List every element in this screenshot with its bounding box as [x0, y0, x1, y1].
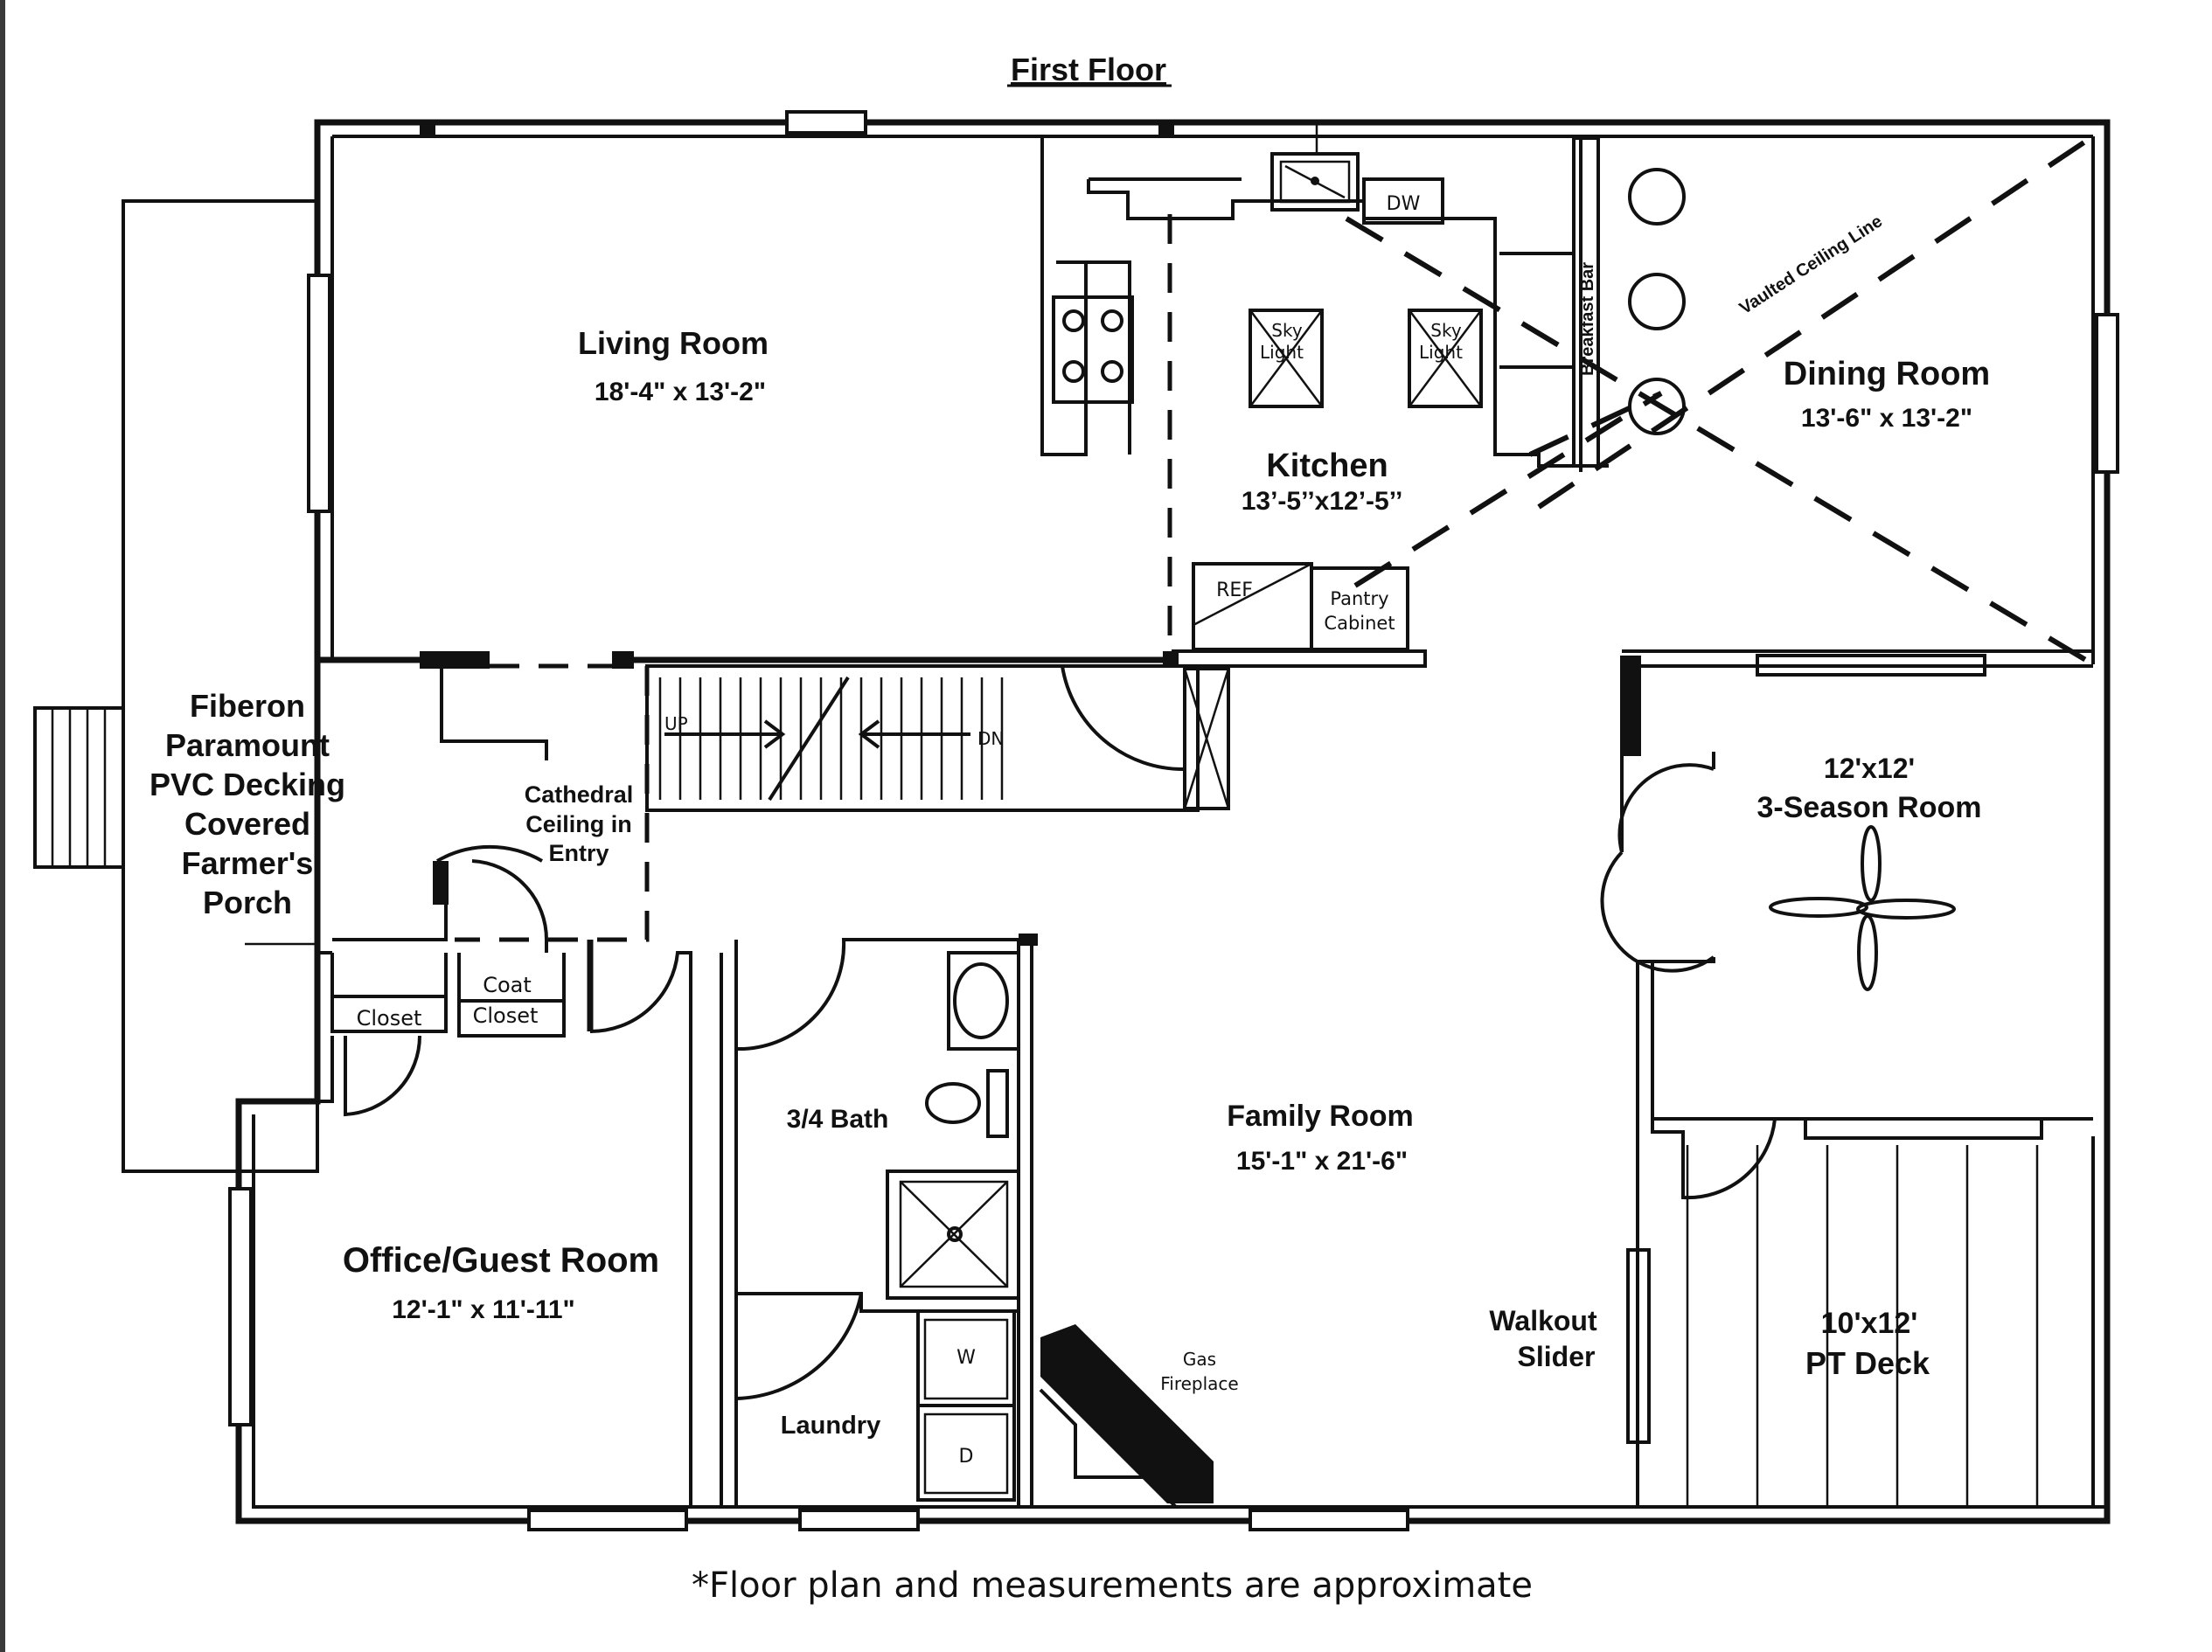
- left-edge-bar: [0, 0, 5, 1652]
- closet-label: Closet: [357, 1006, 422, 1031]
- living-room-name: Living Room: [578, 325, 769, 361]
- porch-line2: Paramount: [165, 727, 330, 763]
- office: Office/Guest Room 12'-1" x 11'-11": [343, 1241, 659, 1324]
- living-room-size: 18'-4" x 13'-2": [595, 378, 766, 406]
- skylight-2-line2: Light: [1419, 342, 1463, 363]
- office-name: Office/Guest Room: [343, 1241, 659, 1280]
- footnote: *Floor plan and measurements are approxi…: [692, 1565, 1533, 1606]
- season-room: 12'x12' 3-Season Room: [1757, 753, 1982, 824]
- coat-closet-line2: Closet: [473, 1003, 539, 1028]
- kitchen: Kitchen 13’-5’’x12’-5’’: [1242, 448, 1403, 516]
- season-room-size: 12'x12': [1824, 753, 1915, 784]
- season-room-walls: [1600, 752, 2093, 1507]
- office-size: 12'-1" x 11'-11": [392, 1295, 575, 1324]
- entry-line1: Cathedral: [525, 781, 634, 808]
- ceiling-fan: [1769, 825, 1956, 991]
- fireplace: Gas Fireplace: [1039, 1324, 1239, 1509]
- pantry-line2: Cabinet: [1324, 613, 1395, 634]
- slider-line1: Walkout: [1489, 1305, 1597, 1336]
- dining-room-fixtures: Vaulted Ceiling Line: [1345, 134, 2095, 852]
- laundry-fixtures: W D: [916, 1309, 1016, 1502]
- dryer-label: D: [959, 1446, 974, 1468]
- dining-room-name: Dining Room: [1784, 356, 1990, 392]
- stairs: UP DN: [645, 664, 1230, 812]
- vaulted-ceiling-label: Vaulted Ceiling Line: [1736, 212, 1886, 318]
- family-room-size: 15'-1" x 21'-6": [1236, 1147, 1408, 1176]
- porch: [33, 199, 319, 1173]
- entry-label: Cathedral Ceiling in Entry: [525, 781, 634, 866]
- deck-size: 10'x12': [1821, 1307, 1918, 1340]
- skylight-1-line1: Sky: [1271, 320, 1303, 341]
- kitchen-fixtures: DW Breakfast Bar Sky Light Sky Light REF…: [1052, 122, 1609, 668]
- deck: [1638, 1145, 2107, 1509]
- breakfast-bar-label: Breakfast Bar: [1578, 262, 1597, 376]
- bath-name: 3/4 Bath: [787, 1105, 889, 1134]
- bath: 3/4 Bath: [787, 1105, 889, 1134]
- entry-line2: Ceiling in: [525, 811, 632, 837]
- porch-line5: Farmer's: [182, 845, 314, 881]
- skylight-2-line1: Sky: [1430, 320, 1462, 341]
- dishwasher-label: DW: [1387, 193, 1421, 215]
- kitchen-size: 13’-5’’x12’-5’’: [1242, 487, 1403, 516]
- fireplace-line2: Fireplace: [1160, 1373, 1239, 1394]
- porch-line6: Porch: [203, 885, 292, 920]
- stairs-down-label: DN: [977, 728, 1004, 749]
- coat-closet-line1: Coat: [483, 973, 532, 997]
- laundry: Laundry: [781, 1412, 880, 1440]
- family-room: Family Room 15'-1" x 21'-6": [1227, 1100, 1413, 1176]
- walkout-slider: Walkout Slider: [1489, 1305, 1597, 1372]
- entry: [332, 666, 650, 942]
- porch-line3: PVC Decking: [150, 767, 345, 802]
- living-room: Living Room 18'-4" x 13'-2": [578, 325, 769, 406]
- pantry-line1: Pantry: [1330, 588, 1388, 609]
- porch-label: Fiberon Paramount PVC Decking Covered Fa…: [150, 688, 345, 920]
- closets: Closet Coat Closet: [254, 859, 566, 1117]
- ref-label: REF: [1216, 580, 1253, 601]
- porch-line1: Fiberon: [190, 688, 305, 724]
- deck-name: PT Deck: [1805, 1345, 1930, 1381]
- stairs-up-label: UP: [664, 713, 688, 734]
- pt-deck: 10'x12' PT Deck: [1805, 1307, 1930, 1381]
- entry-line3: Entry: [548, 840, 609, 866]
- plan-title: First Floor: [1011, 52, 1166, 87]
- fireplace-line1: Gas: [1183, 1349, 1216, 1370]
- season-room-name: 3-Season Room: [1757, 791, 1982, 824]
- slider-line2: Slider: [1518, 1341, 1596, 1372]
- skylight-1-line2: Light: [1260, 342, 1304, 363]
- laundry-name: Laundry: [781, 1412, 880, 1440]
- dining-room: Dining Room 13'-6" x 13'-2": [1784, 356, 1990, 433]
- kitchen-name: Kitchen: [1266, 448, 1388, 484]
- bath-fixtures: [886, 951, 1020, 1300]
- washer-label: W: [956, 1347, 976, 1369]
- family-room-name: Family Room: [1227, 1100, 1413, 1133]
- porch-line4: Covered: [184, 806, 310, 842]
- dining-room-size: 13'-6" x 13'-2": [1801, 404, 1972, 433]
